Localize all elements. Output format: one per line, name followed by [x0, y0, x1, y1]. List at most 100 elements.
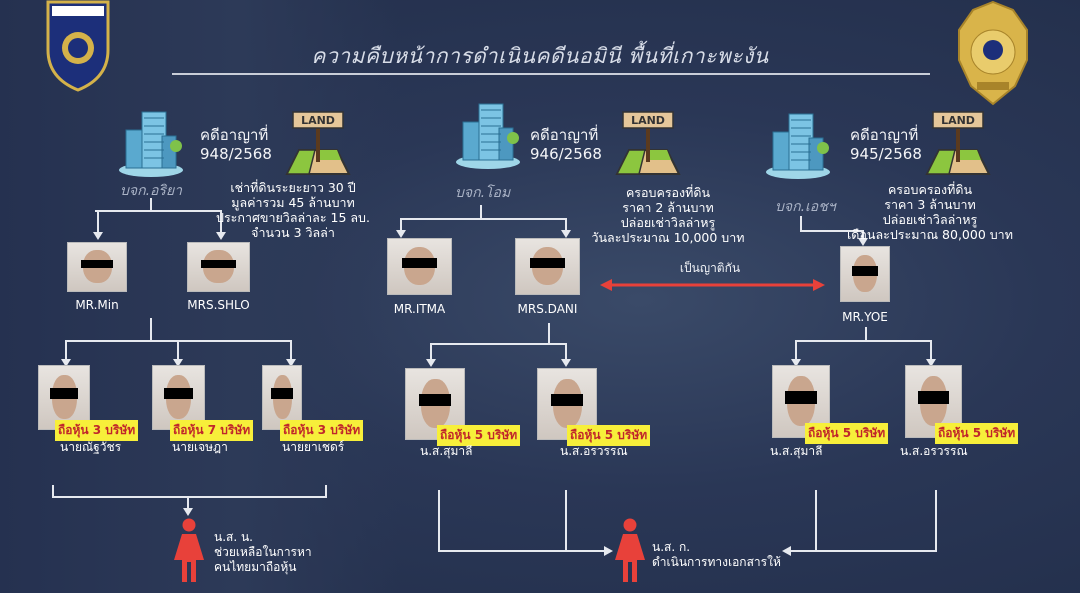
connector: [862, 230, 864, 239]
case-description: ครอบครองที่ดินราคา 3 ล้านบาทปล่อยเช่าวิล…: [830, 182, 1030, 242]
arrow-down-icon: [561, 230, 571, 238]
investigation-police-badge: [958, 0, 1028, 106]
arrow-down-icon: [926, 359, 936, 367]
helper-note: น.ส. ก. ดำเนินการทางเอกสารให้: [652, 540, 781, 570]
connector: [438, 550, 606, 552]
helper-name: น.ส. น.: [214, 530, 253, 544]
nominee-name: น.ส.อรวรรณ: [900, 444, 968, 458]
nominee-photo: [152, 365, 205, 430]
arrow-down-icon: [93, 232, 103, 240]
nominee-name: น.ส.อรวรรณ: [560, 444, 628, 458]
nominee-photo: [38, 365, 90, 430]
background-ship-hull: [0, 0, 400, 593]
description-line: วันละประมาณ 10,000 บาท: [591, 230, 745, 245]
owner-photo: [515, 238, 580, 295]
connector: [815, 490, 817, 551]
owner-name: MRS.DANI: [517, 302, 578, 316]
nominee-name: นายเจษฎา: [172, 440, 228, 454]
description-line: ครอบครองที่ดิน: [625, 185, 711, 200]
svg-text:LAND: LAND: [301, 114, 335, 127]
connector: [52, 496, 327, 498]
connector: [290, 340, 292, 359]
connector: [150, 318, 152, 340]
company-name: บจก.เอชฯ: [775, 199, 836, 215]
description-line: ปล่อยเช่าวิลล่าหรู: [882, 212, 978, 227]
shareholding-badge: ถือหุ้น 5 บริษัท: [437, 425, 521, 446]
arrow-right-icon: [604, 546, 613, 556]
connector: [795, 340, 797, 359]
nominee-name: น.ส.สุมาลี: [770, 444, 823, 458]
owner-photo: [67, 242, 127, 292]
office-building-icon: [455, 100, 521, 174]
description-line: เดือนละประมาณ 80,000 บาท: [847, 227, 1013, 242]
owner-name: MR.Min: [75, 298, 119, 312]
connector: [400, 218, 402, 231]
relation-label: เป็นญาติกัน: [679, 261, 741, 275]
connector: [97, 210, 99, 233]
connector: [565, 490, 567, 551]
arrow-down-icon: [173, 359, 183, 367]
shareholding-badge: ถือหุ้น 5 บริษัท: [935, 423, 1019, 444]
land-sign-icon: LAND: [925, 110, 991, 180]
connector: [430, 343, 432, 359]
connector: [565, 343, 567, 359]
svg-text:LAND: LAND: [631, 114, 665, 127]
arrow-down-icon: [286, 359, 296, 367]
title-divider: [172, 73, 930, 75]
company-name: บจก.อริยา: [120, 183, 183, 199]
helper-role: คนไทยมาถือหุ้น: [214, 560, 297, 574]
nominee-photo: [405, 368, 465, 440]
connector: [52, 485, 54, 497]
shareholding-badge: ถือหุ้น 3 บริษัท: [280, 420, 364, 441]
arrow-down-icon: [396, 230, 406, 238]
helper-name: น.ส. ก.: [652, 540, 691, 554]
connector: [65, 340, 67, 359]
nominee-name: นายยาเชดร์: [282, 440, 345, 454]
connector: [438, 490, 440, 551]
connector: [865, 327, 867, 340]
svg-text:LAND: LAND: [941, 114, 975, 127]
connector: [800, 230, 864, 232]
arrow-down-icon: [858, 238, 868, 246]
case-description: ครอบครองที่ดินราคา 2 ล้านบาทปล่อยเช่าวิล…: [568, 185, 768, 245]
connector: [548, 323, 550, 343]
owner-name: MR.YOE: [842, 310, 888, 324]
case-number: 946/2568: [530, 145, 602, 163]
connector: [177, 340, 179, 359]
office-building-icon: [118, 108, 184, 182]
nominee-photo: [262, 365, 302, 430]
connector: [187, 496, 189, 510]
description-line: ปล่อยเช่าวิลล่าหรู: [620, 215, 716, 230]
owner-photo: [187, 242, 250, 292]
helper-note: น.ส. น. ช่วยเหลือในการหา คนไทยมาถือหุ้น: [214, 530, 312, 575]
shareholding-badge: ถือหุ้น 5 บริษัท: [567, 425, 651, 446]
connector: [220, 210, 222, 233]
description-line: มูลค่ารวม 45 ล้านบาท: [231, 195, 355, 210]
royal-thai-police-logo: [46, 0, 110, 92]
case-label: คดีอาญาที่: [530, 126, 599, 144]
shareholding-badge: ถือหุ้น 5 บริษัท: [805, 423, 889, 444]
arrow-down-icon: [791, 359, 801, 367]
helper-role: ช่วยเหลือในการหา: [214, 545, 312, 559]
arrow-down-icon: [561, 359, 571, 367]
helper-role: ดำเนินการทางเอกสารให้: [652, 555, 781, 569]
description-line: ราคา 2 ล้านบาท: [622, 200, 714, 215]
description-line: ครอบครองที่ดิน: [887, 182, 973, 197]
connector: [935, 490, 937, 551]
owner-photo: [387, 238, 452, 295]
land-sign-icon: LAND: [615, 110, 681, 180]
nominee-name: นายณัฐวัชร: [60, 440, 122, 454]
connector: [430, 343, 567, 345]
description-line: เช่าที่ดินระยะยาว 30 ปี: [230, 180, 356, 195]
connector: [400, 218, 567, 220]
arrow-down-icon: [426, 359, 436, 367]
nominee-name: น.ส.สุมาลี: [420, 444, 473, 458]
case-description: เช่าที่ดินระยะยาว 30 ปีมูลค่ารวม 45 ล้าน…: [193, 180, 393, 240]
shareholding-badge: ถือหุ้น 7 บริษัท: [170, 420, 254, 441]
owner-name: MR.ITMA: [393, 302, 446, 316]
connector: [800, 216, 802, 230]
connector: [95, 210, 222, 212]
connector: [795, 340, 932, 342]
office-building-icon: [765, 110, 831, 184]
